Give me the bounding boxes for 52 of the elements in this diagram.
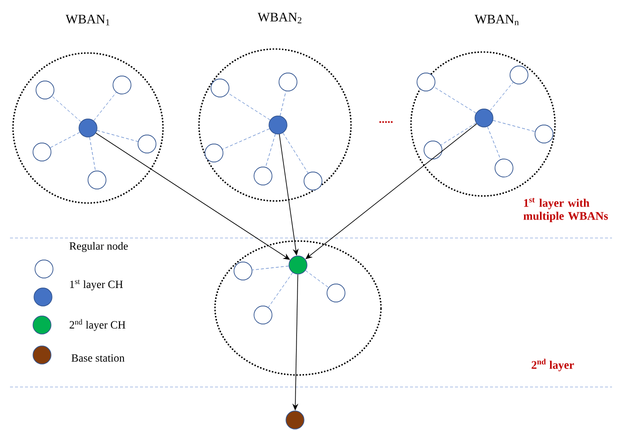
regular-node [210, 78, 230, 98]
link-line [252, 266, 289, 270]
regular-node [278, 72, 298, 92]
link-line [52, 96, 82, 122]
link-line [434, 86, 476, 114]
regular-node [494, 158, 514, 178]
link-line [280, 90, 286, 116]
cluster-circle [214, 240, 382, 376]
link-line [440, 122, 476, 146]
cluster-title: WBAN$_{n}$ [474, 14, 519, 26]
link-line [228, 92, 270, 120]
dots-label: ..... [379, 121, 393, 123]
regular-node [88, 170, 106, 190]
regular-node [138, 134, 156, 154]
link-line [282, 132, 308, 174]
link-line [222, 128, 270, 150]
link-line [265, 134, 276, 168]
legend-text: 1$^{st}$ layer CH [70, 280, 123, 290]
layer-label: 1$^{st}$ layer with multiple WBANs [524, 198, 608, 222]
regular-node [534, 124, 554, 144]
link-line [50, 132, 80, 148]
cluster-title: WBAN$_{2}$ [258, 12, 302, 24]
regular-node [304, 172, 322, 190]
layer-label: 2$^{nd}$ layer [532, 358, 574, 372]
regular-node [254, 166, 272, 186]
regular-node [234, 262, 252, 280]
link-line [89, 136, 96, 172]
link-line [492, 120, 536, 132]
regular-node [204, 144, 224, 162]
regular-node [424, 140, 442, 160]
link-line [268, 272, 293, 308]
regular-node [326, 284, 346, 302]
cluster-head [78, 118, 98, 138]
legend-text: Base station [72, 354, 124, 362]
regular-node [112, 76, 132, 94]
base-station [286, 410, 304, 430]
legend-text: 2$^{nd}$ layer CH [70, 319, 126, 331]
link-line [305, 270, 329, 288]
cluster-title: WBAN$_{1}$ [66, 14, 110, 26]
regular-node [416, 72, 436, 92]
link-line [490, 82, 514, 111]
link-line [487, 126, 501, 160]
link-line [94, 92, 116, 121]
cluster-head [474, 108, 494, 128]
cluster-head [268, 116, 288, 134]
legend-text: Regular node [70, 242, 128, 252]
regular-node [254, 306, 272, 324]
link-line [96, 130, 138, 142]
regular-node [510, 66, 528, 84]
cluster-head [288, 256, 308, 274]
regular-node [32, 142, 52, 162]
regular-node [36, 80, 54, 100]
